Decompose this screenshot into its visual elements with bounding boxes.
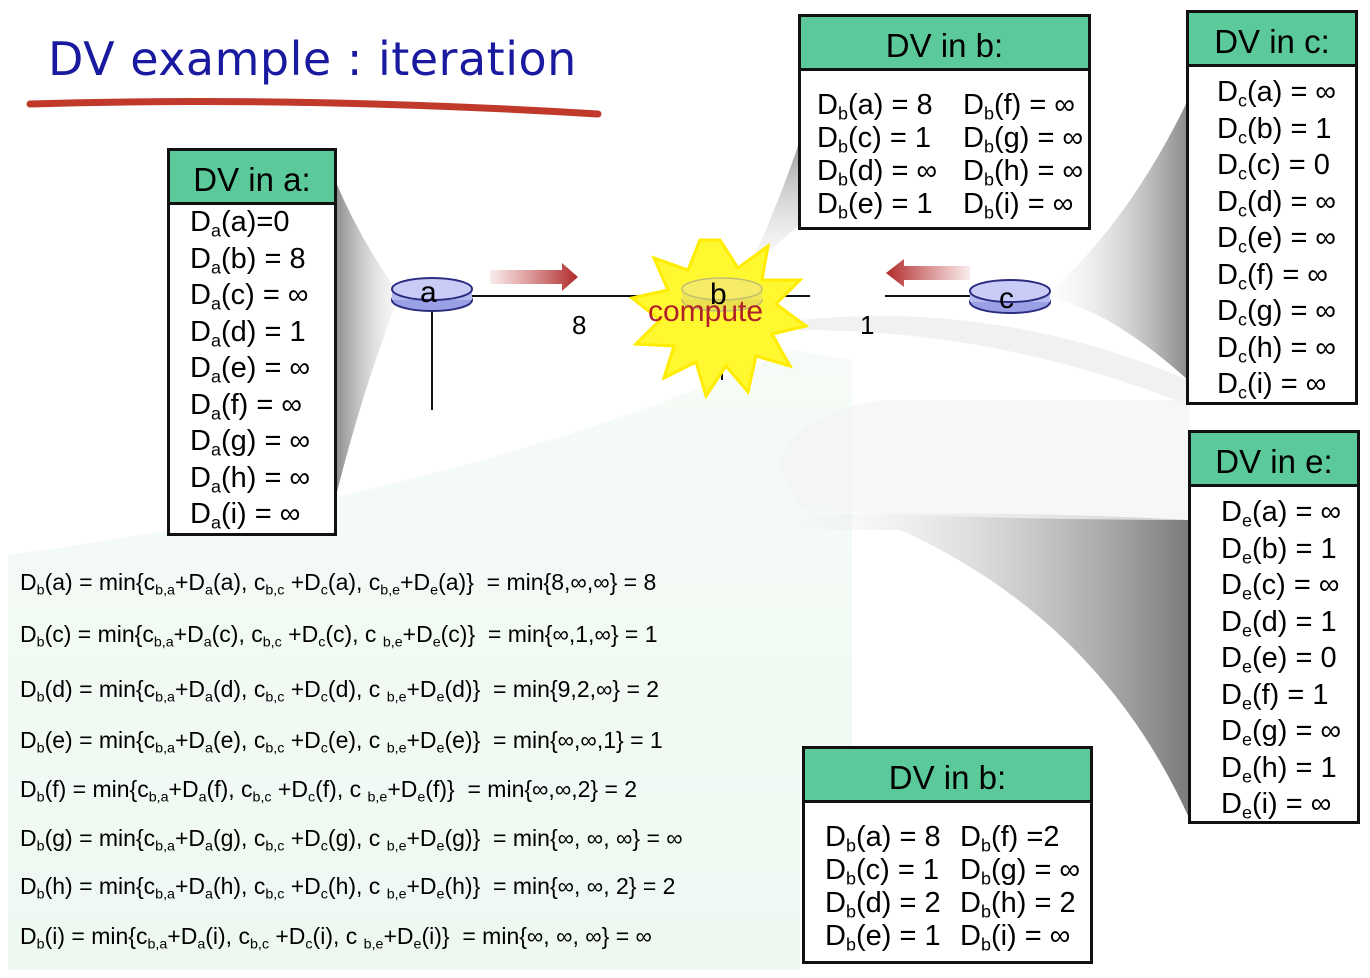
equation-result: min{∞, ∞, ∞} = ∞ xyxy=(482,923,652,949)
distance-entry: Da(h) = ∞ xyxy=(190,461,311,496)
title-underline xyxy=(26,98,602,118)
shadow-e-upper xyxy=(780,400,1190,520)
page-title: DV example : iteration xyxy=(48,32,577,86)
distance-entry: De(f) = 1 xyxy=(1221,678,1329,713)
distance-entry: Db(h) = 2 xyxy=(960,887,1076,922)
distance-entry: Dc(b) = 1 xyxy=(1217,112,1332,147)
node-a-label: a xyxy=(420,276,437,309)
distance-entry: Dc(e) = ∞ xyxy=(1217,222,1337,257)
shadow-c-lower xyxy=(800,316,1188,405)
distance-entry: De(h) = 1 xyxy=(1221,751,1337,786)
node-c-label: c xyxy=(999,282,1014,315)
distance-entry: De(b) = 1 xyxy=(1221,532,1337,567)
shadow-b-top xyxy=(748,140,800,270)
equation-row: Db(f) = min{cb,a+Da(f), cb,c +Dc(f), c b… xyxy=(20,776,638,806)
equation-result: min{9,2,∞} = 2 xyxy=(512,676,660,702)
dv-b-after-header: DV in b: xyxy=(805,749,1090,803)
distance-entry: De(a) = ∞ xyxy=(1221,496,1342,531)
shadow-a xyxy=(335,180,400,500)
router-b xyxy=(681,277,763,312)
distance-entry: Da(b) = 8 xyxy=(190,242,306,277)
distance-entry: Db(c) = 1 xyxy=(817,122,931,157)
distance-entry: Da(g) = ∞ xyxy=(190,425,311,460)
distance-entry: Da(a)=0 xyxy=(190,206,290,241)
equation-row: Db(d) = min{cb,a+Da(d), cb,c +Dc(d), c b… xyxy=(20,676,660,706)
shadow-c xyxy=(1050,100,1188,380)
equation-result: min{8,∞,∞} = 8 xyxy=(506,569,657,595)
equation-result: min{∞, ∞, ∞} = ∞ xyxy=(512,825,683,851)
distance-entry: Db(d) = ∞ xyxy=(817,155,938,190)
distance-entry: Da(e) = ∞ xyxy=(190,352,311,387)
dv-a-header: DV in a: xyxy=(170,151,334,205)
compute-label: compute xyxy=(648,295,764,328)
shadow-e xyxy=(800,513,1190,820)
cost-bc: 1 xyxy=(860,310,875,340)
distance-entry: Dc(f) = ∞ xyxy=(1217,258,1329,293)
equation-result: min{∞,∞,1} = 1 xyxy=(512,727,663,753)
distance-entry: Dc(i) = ∞ xyxy=(1217,368,1327,403)
distance-entry: Dc(d) = ∞ xyxy=(1217,185,1337,220)
distance-entry: Db(d) = 2 xyxy=(825,887,941,922)
equation-panel-bg xyxy=(8,350,852,970)
distance-entry: Dc(c) = 0 xyxy=(1217,149,1330,184)
dv-b-before-header: DV in b: xyxy=(801,17,1088,71)
arrow-c-to-b xyxy=(886,259,970,287)
equation-row: Db(i) = min{cb,a+Da(i), cb,c +Dc(i), c b… xyxy=(20,923,652,953)
cost-ab: 8 xyxy=(572,310,587,340)
distance-entry: Db(a) = 8 xyxy=(825,821,941,856)
equation-row: Db(h) = min{cb,a+Da(h), cb,c +Dc(h), c b… xyxy=(20,873,676,903)
arrow-a-to-b xyxy=(490,263,578,291)
equation-row: Db(a) = min{cb,a+Da(a), cb,c +Dc(a), cb,… xyxy=(20,569,657,599)
distance-entry: Db(a) = 8 xyxy=(817,89,933,124)
distance-entry: Db(i) = ∞ xyxy=(963,188,1074,223)
router-a xyxy=(391,277,473,312)
distance-entry: Da(c) = ∞ xyxy=(190,279,309,314)
dv-e-header: DV in e: xyxy=(1191,433,1357,487)
dv-c-header: DV in c: xyxy=(1189,13,1355,67)
distance-entry: Db(c) = 1 xyxy=(825,854,939,889)
distance-entry: Da(i) = ∞ xyxy=(190,498,301,533)
distance-entry: Db(f) = ∞ xyxy=(963,89,1076,124)
distance-entry: Da(d) = 1 xyxy=(190,315,306,350)
distance-entry: De(c) = ∞ xyxy=(1221,569,1340,604)
compute-starburst xyxy=(628,238,810,400)
distance-entry: Db(f) =2 xyxy=(960,821,1060,856)
equation-result: min{∞, ∞, 2} = 2 xyxy=(512,873,676,899)
equation-result: min{∞,∞,2} = 2 xyxy=(487,776,638,802)
distance-entry: Da(f) = ∞ xyxy=(190,388,303,423)
distance-entry: Dc(g) = ∞ xyxy=(1217,295,1337,330)
distance-entry: Db(e) = 1 xyxy=(825,920,941,955)
equation-result: min{∞,1,∞} = 1 xyxy=(507,621,658,647)
equation-row: Db(g) = min{cb,a+Da(g), cb,c +Dc(g), c b… xyxy=(20,825,683,855)
distance-entry: De(g) = ∞ xyxy=(1221,715,1342,750)
distance-entry: De(d) = 1 xyxy=(1221,605,1337,640)
router-c xyxy=(969,279,1051,314)
distance-entry: De(i) = ∞ xyxy=(1221,788,1332,823)
distance-entry: Db(e) = 1 xyxy=(817,188,933,223)
equation-row: Db(e) = min{cb,a+Da(e), cb,c +Dc(e), c b… xyxy=(20,727,663,757)
distance-entry: Db(h) = ∞ xyxy=(963,155,1084,190)
equation-row: Db(c) = min{cb,a+Da(c), cb,c +Dc(c), c b… xyxy=(20,621,658,651)
distance-entry: De(e) = 0 xyxy=(1221,642,1337,677)
node-b-label: b xyxy=(710,278,727,311)
distance-entry: Dc(a) = ∞ xyxy=(1217,76,1337,111)
distance-entry: Db(g) = ∞ xyxy=(960,854,1081,889)
distance-entry: Db(g) = ∞ xyxy=(963,122,1084,157)
distance-entry: Dc(h) = ∞ xyxy=(1217,331,1337,366)
distance-entry: Db(i) = ∞ xyxy=(960,920,1071,955)
